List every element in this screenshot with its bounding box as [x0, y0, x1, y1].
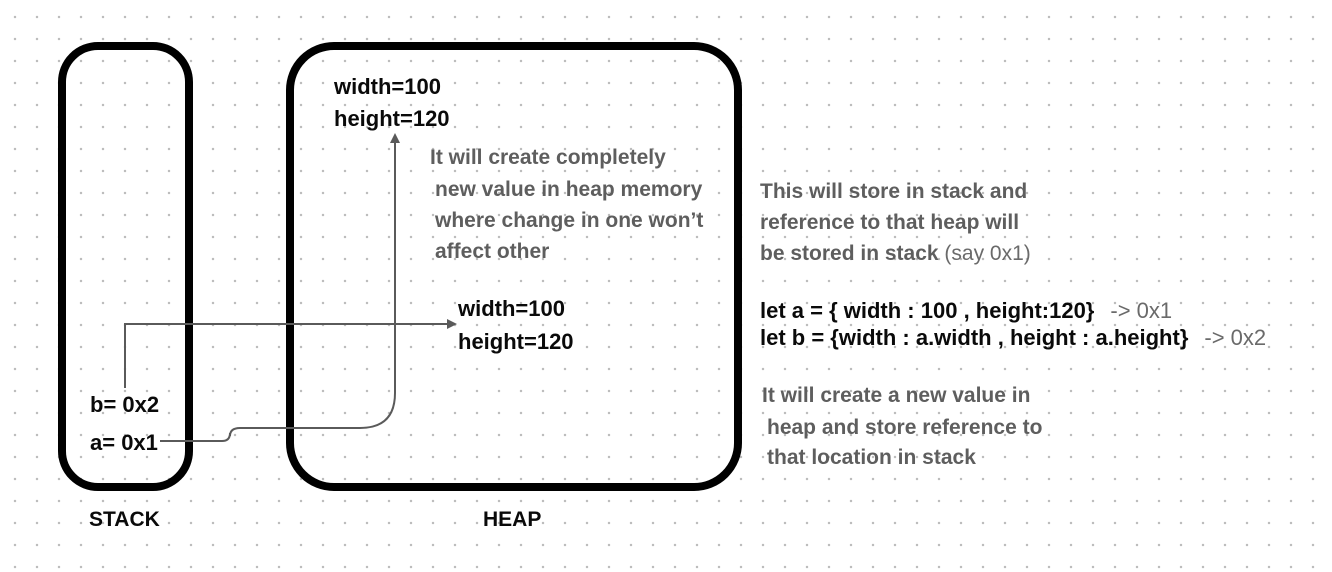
code-line-b: let b = {width : a.width , height : a.he… [760, 327, 1266, 349]
explanation-1-line-3-text: be stored in stack [760, 242, 939, 265]
stack-var-b: b= 0x2 [90, 392, 160, 417]
explanation-2-line-1: It will create a new value in [762, 384, 1031, 407]
stack-var-a: a= 0x1 [90, 430, 158, 455]
heap-label: HEAP [483, 508, 542, 531]
heap-note-line-3: where change in one won’t [435, 209, 704, 232]
explanation-1-line-2: reference to that heap will [760, 211, 1020, 234]
heap-object-2-height: height=120 [458, 329, 574, 354]
heap-object-1-width: width=100 [334, 74, 441, 99]
code-line-b-text: let b = {width : a.width , height : a.he… [760, 325, 1189, 350]
explanation-2-line-2: heap and store reference to [767, 416, 1043, 439]
explanation-1-line-1: This will store in stack and [760, 180, 1028, 203]
explanation-1-line-3-note: (say 0x1) [944, 242, 1031, 265]
heap-object-2-width: width=100 [458, 296, 565, 321]
explanation-1-line-3: be stored in stack (say 0x1) [760, 243, 1031, 264]
code-line-a: let a = { width : 100 , height:120} -> 0x… [760, 300, 1172, 322]
code-line-b-ref: -> 0x2 [1204, 325, 1267, 350]
stack-label: STACK [89, 508, 160, 531]
heap-note-line-4: affect other [435, 240, 550, 263]
stack-box [58, 42, 193, 491]
heap-note-line-1: It will create completely [430, 146, 666, 169]
heap-box [286, 42, 742, 491]
arrow-a-to-heap-object [160, 133, 400, 442]
arrow-b-to-heap-object [124, 319, 457, 388]
heap-object-1-height: height=120 [334, 106, 450, 131]
heap-note-line-2: new value in heap memory [435, 178, 703, 201]
code-line-a-text: let a = { width : 100 , height:120} [760, 298, 1095, 323]
explanation-2-line-3: that location in stack [767, 446, 976, 469]
code-line-a-ref: -> 0x1 [1110, 298, 1173, 323]
